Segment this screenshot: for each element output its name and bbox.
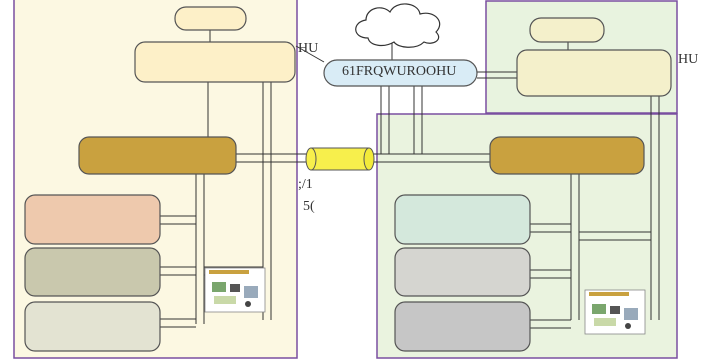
right-region-label: HU [678, 52, 699, 67]
left-gold-box [78, 136, 237, 175]
left-large-box [134, 41, 296, 83]
right-board-icon [584, 289, 646, 335]
left-region-label: HU [298, 41, 319, 56]
right-large-box [516, 49, 672, 97]
left-olive-box [24, 247, 161, 297]
link-label-2: 5( [303, 199, 315, 214]
left-peach-box [24, 194, 161, 245]
cloud-icon [355, 3, 441, 48]
tunnel-cylinder [305, 147, 375, 171]
right-mint-box [394, 194, 531, 245]
link-label-1: ;/1 [298, 177, 313, 192]
right-dark-gray-box [394, 301, 531, 352]
connector-lines [160, 30, 660, 329]
left-light-box [24, 301, 161, 352]
right-gray-box [394, 247, 531, 297]
right-gold-box [489, 136, 645, 175]
left-top-small-box [174, 6, 247, 31]
right-top-small-box [529, 17, 605, 43]
controller-node-label: 61FRQWUROOHU [342, 64, 457, 79]
left-board-icon [204, 267, 266, 313]
controller-node [323, 59, 478, 87]
